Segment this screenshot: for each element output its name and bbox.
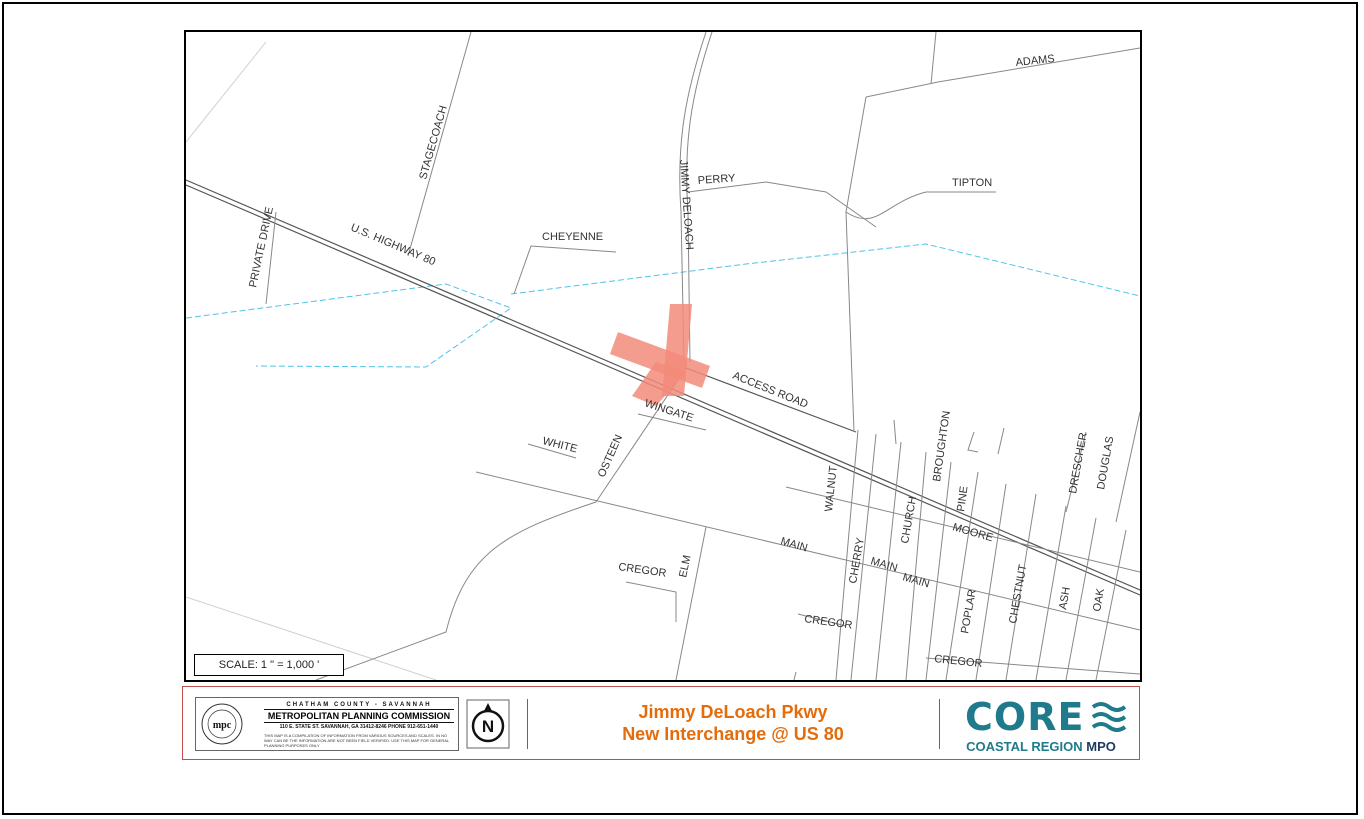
label-douglas: DOUGLAS	[1095, 435, 1116, 490]
road-white	[527, 443, 577, 459]
road-cds-3	[997, 427, 1005, 455]
road-chestnut	[1005, 493, 1037, 680]
stream-east	[510, 243, 1140, 297]
road-private-drive	[265, 211, 277, 305]
mpc-block: mpc CHATHAM COUNTY - SAVANNAH METROPOLIT…	[195, 697, 459, 751]
core-wordmark: CORE	[965, 695, 1085, 739]
waves-icon	[1091, 702, 1127, 732]
label-ash: ASH	[1057, 586, 1073, 610]
core-subtitle-text: COASTAL REGION	[966, 739, 1083, 754]
label-osteen: OSTEEN	[596, 433, 625, 479]
label-perry: PERRY	[697, 172, 736, 187]
stream-west	[186, 283, 513, 368]
label-pine: PINE	[955, 485, 970, 512]
road-cregor-1	[625, 581, 677, 622]
road-cregor-2	[797, 613, 847, 627]
label-access-road: ACCESS ROAD	[731, 370, 810, 411]
road-douglas	[1115, 411, 1140, 523]
core-mpo-text: MPO	[1086, 739, 1116, 754]
label-stagecoach: STAGECOACH	[417, 104, 450, 181]
map-canvas[interactable]: ADAMS STAGECOACH PERRY JIMMY DELOACH TIP…	[186, 32, 1140, 680]
label-elm: ELM	[677, 554, 693, 579]
road-adams	[937, 47, 1140, 83]
road-walnut	[850, 433, 877, 680]
label-chestnut: CHESTNUT	[1007, 563, 1029, 624]
road-osteen	[315, 367, 687, 680]
road-wingate	[637, 413, 707, 431]
road-oak	[1065, 517, 1097, 680]
road-cds-1	[893, 419, 897, 445]
roads	[265, 32, 1140, 680]
county-seal-icon: mpc	[201, 703, 243, 745]
map-frame[interactable]: ADAMS STAGECOACH PERRY JIMMY DELOACH TIP…	[184, 30, 1142, 682]
label-drescher: DRESCHER	[1067, 432, 1090, 495]
label-oak: OAK	[1091, 587, 1107, 613]
road-stagecoach	[407, 32, 472, 257]
road-cherry	[875, 441, 902, 680]
legend-divider-right	[939, 699, 940, 749]
legend-panel: mpc CHATHAM COUNTY - SAVANNAH METROPOLIT…	[182, 686, 1140, 760]
map-title-line2: New Interchange @ US 80	[622, 724, 844, 744]
core-mpo-logo: CORE COASTAL REGION MPO	[951, 695, 1131, 755]
label-cregor-3: CREGOR	[934, 653, 983, 670]
road-north-vertical	[845, 96, 867, 433]
label-walnut: WALNUT	[823, 465, 840, 512]
label-white: WHITE	[541, 435, 578, 455]
interchange-vertical-bottom[interactable]	[632, 362, 686, 406]
road-perry	[687, 181, 877, 228]
road-north-link	[865, 81, 939, 98]
road-poplar	[945, 471, 979, 680]
label-tipton: TIPTON	[952, 177, 992, 189]
mpc-logo-mark: mpc	[213, 720, 232, 731]
label-jimmy-deloach: JIMMY DELOACH	[677, 159, 695, 250]
road-adams-spur	[930, 32, 937, 85]
jimmy-deloach-e	[686, 32, 713, 363]
map-title-line1: Jimmy DeLoach Pkwy	[638, 702, 828, 722]
road-moore	[785, 486, 1140, 573]
road-main	[475, 471, 1140, 631]
mpc-line3: 110 E. STATE ST. SAVANNAH, GA 31412-8246…	[279, 724, 439, 730]
road-east	[1095, 529, 1127, 680]
label-main-1: MAIN	[779, 535, 809, 554]
road-cregor-3	[925, 657, 1140, 675]
road-cds-2	[967, 431, 979, 453]
interchange-marker[interactable]	[610, 304, 710, 406]
road-elm	[675, 526, 707, 680]
scale-bar: SCALE: 1 " = 1,000 '	[194, 654, 344, 676]
faint-line-sw	[186, 596, 437, 680]
label-adams: ADAMS	[1015, 53, 1055, 69]
faint-line-nw	[186, 41, 267, 143]
road-church	[905, 451, 927, 680]
road-broughton	[925, 461, 952, 680]
road-ash	[1035, 505, 1067, 680]
map-title: Jimmy DeLoach Pkwy New Interchange @ US …	[563, 701, 903, 745]
label-poplar: POPLAR	[959, 588, 979, 634]
label-church: CHURCH	[899, 495, 919, 544]
jimmy-deloach-w	[679, 32, 707, 363]
mpc-line2: METROPOLITAN PLANNING COMMISSION	[264, 710, 454, 723]
label-main-2: MAIN	[869, 555, 899, 574]
faint-lines	[186, 41, 437, 680]
access-road-line	[685, 367, 857, 433]
mpc-disclaimer: THIS MAP IS A COMPILATION OF INFORMATION…	[264, 733, 449, 748]
legend-divider-left	[527, 699, 528, 749]
streams	[186, 243, 1140, 368]
north-arrow-icon: N	[466, 699, 510, 749]
road-sw-stub	[793, 671, 797, 680]
label-cheyenne: CHEYENNE	[542, 231, 603, 243]
label-cherry: CHERRY	[847, 536, 867, 584]
road-pine	[975, 483, 1007, 680]
label-main-3: MAIN	[901, 571, 931, 590]
north-letter: N	[482, 717, 494, 736]
core-subtitle: COASTAL REGION MPO	[951, 739, 1131, 754]
label-cregor-2: CREGOR	[804, 613, 854, 632]
road-drescher	[1065, 431, 1087, 513]
road-walnut-w	[835, 429, 859, 680]
road-cheyenne	[513, 245, 617, 295]
road-tipton	[845, 191, 996, 220]
mpc-line1: CHATHAM COUNTY - SAVANNAH	[264, 702, 454, 710]
mpc-text-block: CHATHAM COUNTY - SAVANNAH METROPOLITAN P…	[264, 702, 454, 748]
label-cregor-1: CREGOR	[618, 561, 668, 580]
